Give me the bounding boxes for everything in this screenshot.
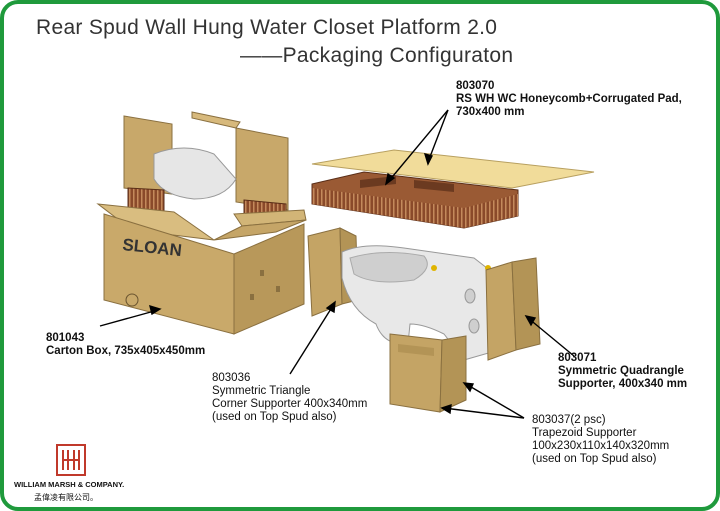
toilet xyxy=(341,245,493,361)
company-logo xyxy=(56,444,86,476)
part-803036-label: 803036 Symmetric Triangle Corner Support… xyxy=(212,372,368,423)
packaging-illustration: SLOAN xyxy=(96,109,595,419)
part-803071-label: 803071 Symmetric Quadrangle Supporter, 4… xyxy=(558,352,688,390)
company-name-cn: 孟偉凌有限公司。 xyxy=(34,493,98,502)
company-name-en: WILLIAM MARSH & COMPANY. xyxy=(14,480,125,489)
title-line-2: ——Packaging Configuraton xyxy=(240,44,514,67)
leader-arrows xyxy=(99,109,575,419)
part-803070-label: 803070 RS WH WC Honeycomb+Corrugated Pad… xyxy=(456,80,682,118)
title-line-1: Rear Spud Wall Hung Water Closet Platfor… xyxy=(36,16,498,39)
honeycomb-pad xyxy=(311,149,595,229)
quadrangle-supporter xyxy=(485,257,541,361)
trapezoid-supporters xyxy=(389,333,467,413)
carton-box: SLOAN xyxy=(96,111,307,335)
part-801043-label: 801043 Carton Box, 735x405x450mm xyxy=(46,332,206,357)
part-803037-label: 803037(2 psc) Trapezoid Supporter 100x23… xyxy=(532,414,670,465)
